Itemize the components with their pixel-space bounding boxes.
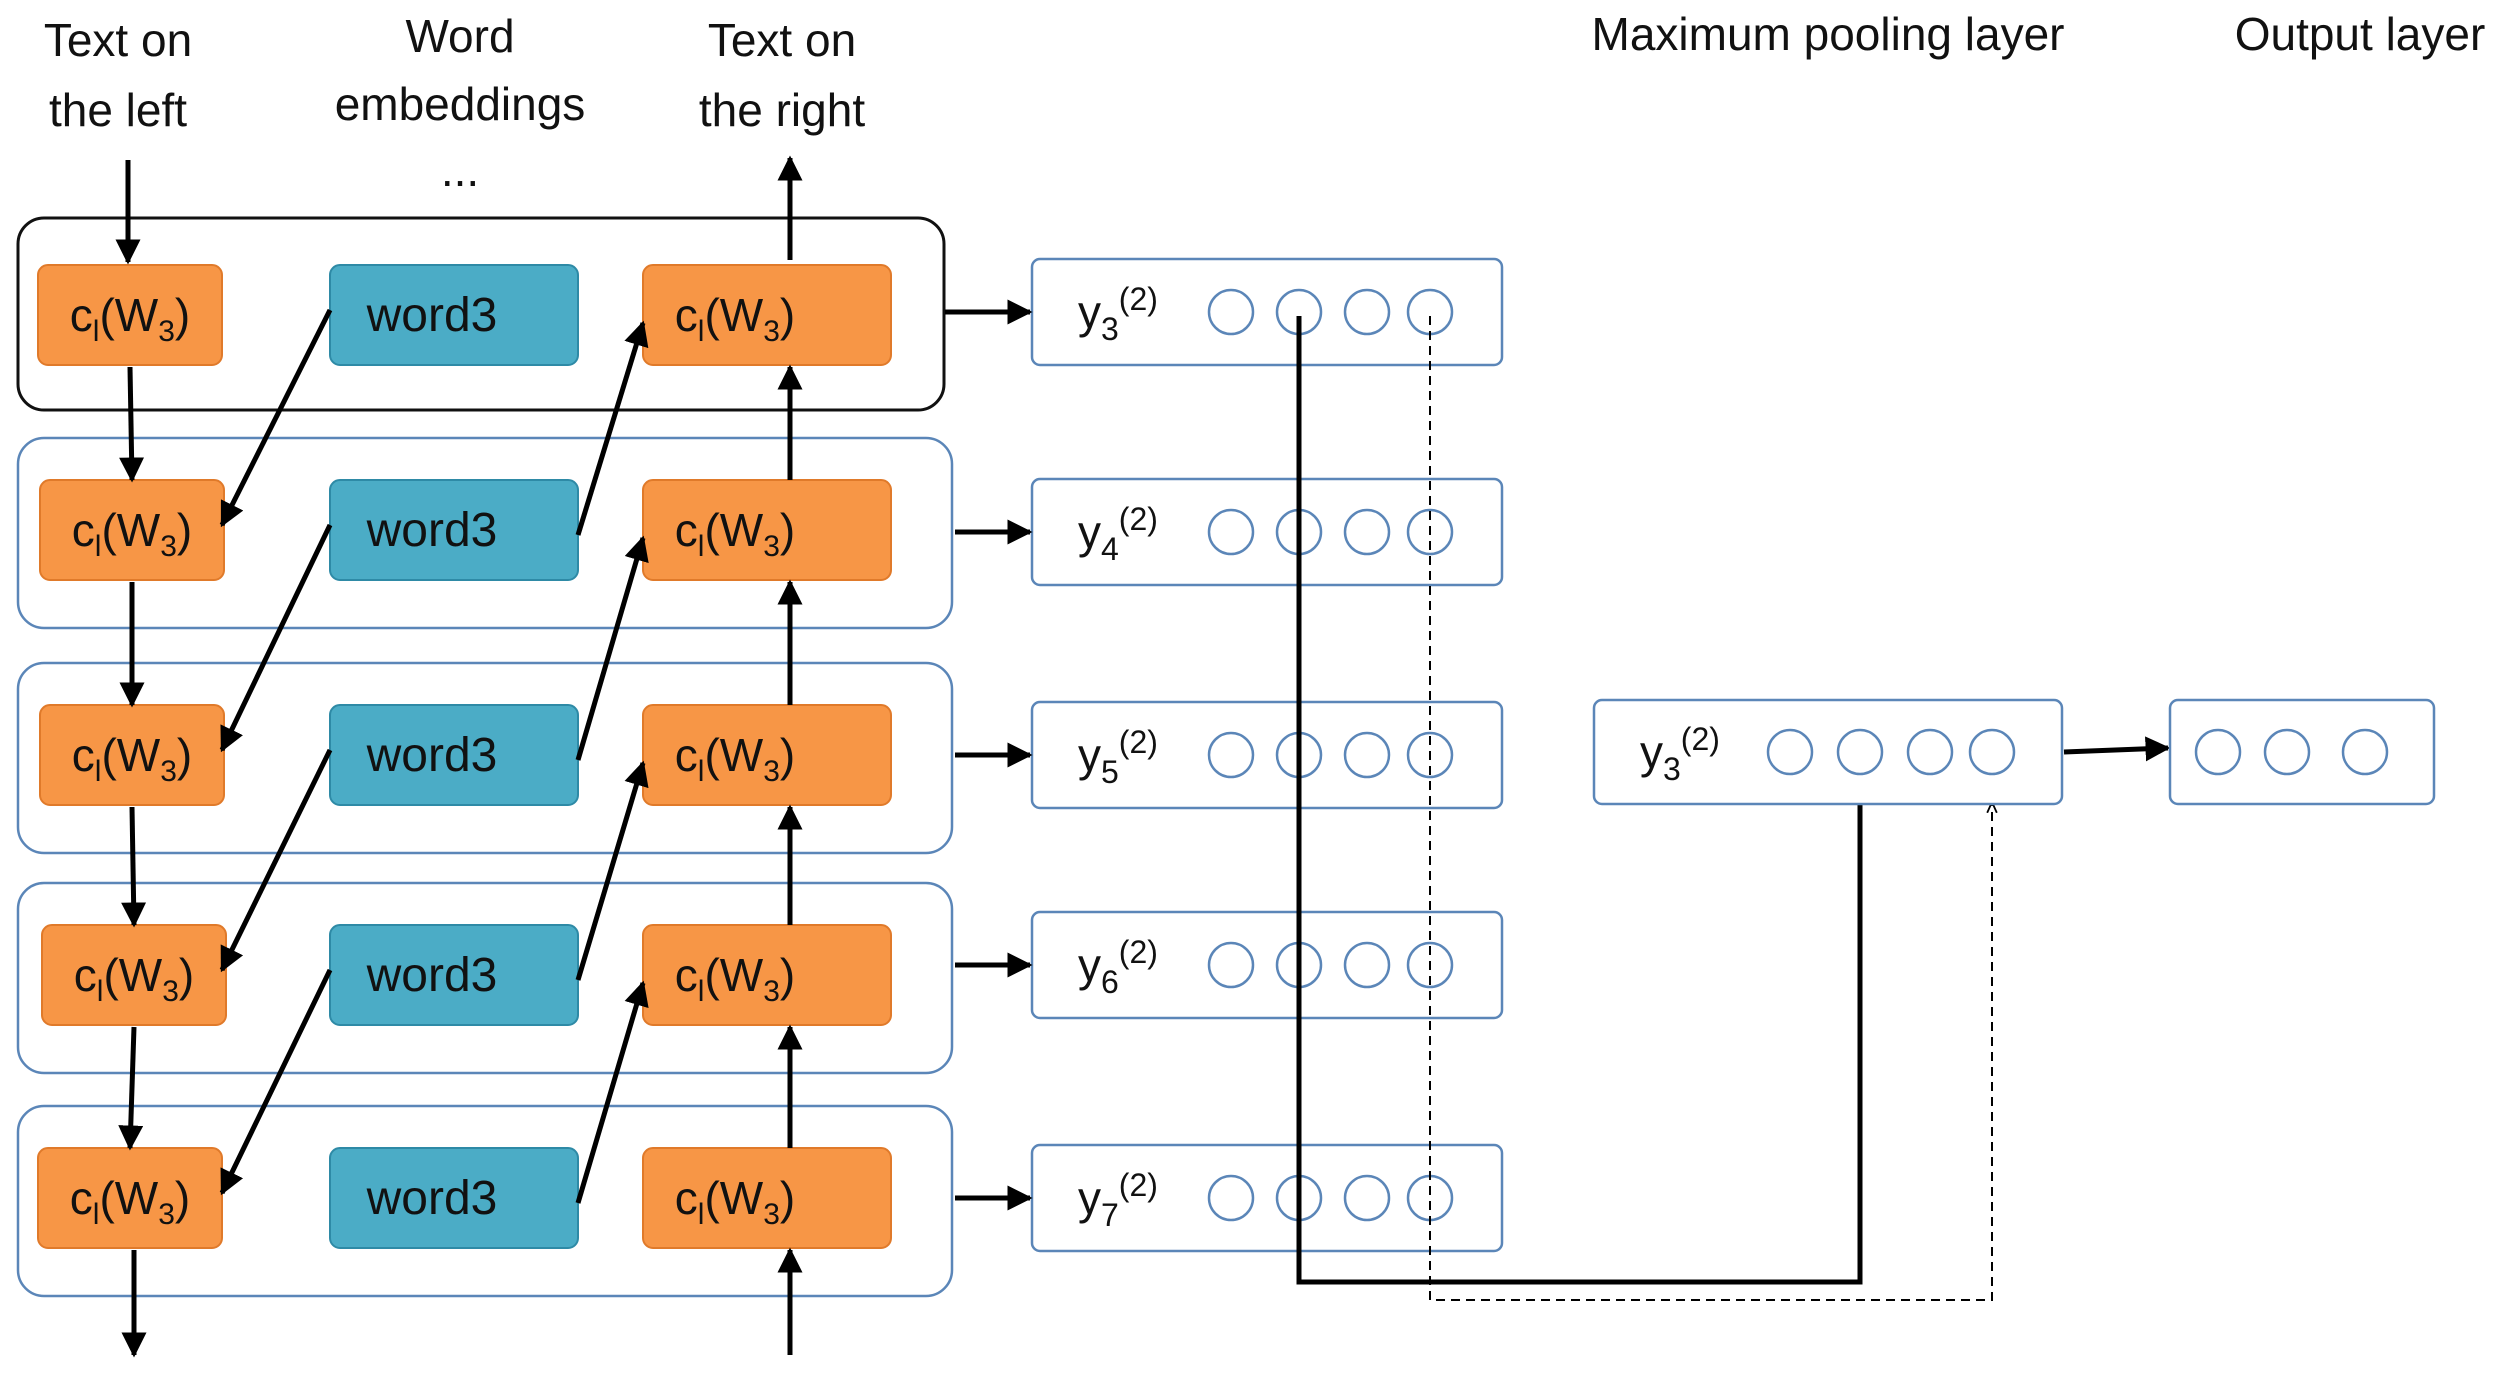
word-embedding-label: word3	[366, 289, 498, 342]
pooling-unit-circle	[1968, 728, 2016, 776]
lines-layer	[115, 155, 2171, 1358]
text-left-label-1: Text on	[44, 14, 192, 66]
word-to-left-arrow	[219, 308, 333, 528]
hidden-vector-label: y6(2)	[1078, 934, 1158, 1000]
row-5: cl(W3) word3 cl(W3) y5(2)	[16, 661, 1504, 855]
max-pooling-box	[1592, 698, 2064, 806]
right-context-cell	[642, 924, 892, 1026]
vector-unit-circle	[1406, 1174, 1454, 1222]
word-embedding-label: word3	[366, 1172, 498, 1225]
word-to-left-arrow	[219, 968, 333, 1196]
vector-unit-circle	[1406, 288, 1454, 336]
text-left-label-2: the left	[49, 84, 187, 136]
pool-layer: y3(2)	[1592, 698, 2436, 806]
word-to-right-arrow	[575, 320, 649, 536]
right-context-label: cl(W3)	[675, 504, 795, 563]
vector-unit-circle	[1207, 508, 1255, 556]
pool-to-output-arrow	[2063, 736, 2171, 762]
hidden-vector-label: y7(2)	[1078, 1167, 1158, 1233]
left-context-label: cl(W3)	[72, 729, 192, 788]
output-layer-label: Output layer	[2235, 8, 2486, 60]
right-context-label: cl(W3)	[675, 949, 795, 1008]
vector-unit-circle	[1343, 941, 1391, 989]
vector-unit-circle	[1343, 1174, 1391, 1222]
left-context-label: cl(W3)	[70, 1172, 190, 1231]
left-context-label: cl(W3)	[70, 289, 190, 348]
right-context-label: cl(W3)	[675, 289, 795, 348]
row-7: cl(W3) word3 cl(W3) y7(2)	[16, 1104, 1504, 1298]
vector-unit-circle	[1207, 731, 1255, 779]
max-pool-path-solid	[1296, 316, 1873, 1285]
max-pooling-layer-label: Maximum pooling layer	[1592, 8, 2065, 60]
max-pool-path-dashed	[1429, 316, 1992, 1301]
left-chain-arrow	[118, 1026, 144, 1151]
word-to-left-arrow	[219, 523, 333, 753]
left-context-label: cl(W3)	[74, 949, 194, 1008]
left-chain-arrow	[119, 366, 145, 483]
left-context-label: cl(W3)	[72, 504, 192, 563]
word-embedding-label: word3	[366, 729, 498, 782]
hidden-vector-label: y3(2)	[1078, 281, 1158, 347]
pooling-unit-circle	[1906, 728, 1954, 776]
pooling-unit-circle	[1836, 728, 1884, 776]
right-context-cell	[642, 479, 892, 581]
row-6: cl(W3) word3 cl(W3) y6(2)	[16, 881, 1504, 1075]
output-unit-circle	[2263, 728, 2311, 776]
vector-unit-circle	[1207, 1174, 1255, 1222]
right-context-label: cl(W3)	[675, 1172, 795, 1231]
text-right-label-1: Text on	[708, 14, 856, 66]
hidden-vector-label: y4(2)	[1078, 501, 1158, 567]
ellipsis-label: ...	[441, 144, 479, 196]
right-context-cell	[642, 704, 892, 806]
word-embedding-label: word3	[366, 504, 498, 557]
output-unit-circle	[2341, 728, 2389, 776]
hidden-vector-label: y5(2)	[1078, 724, 1158, 790]
word-embeddings-label-2: embeddings	[335, 78, 586, 130]
row-3: cl(W3) word3 cl(W3) y3(2)	[16, 216, 1504, 412]
rows-layer: cl(W3) word3 cl(W3) y3(2) cl(W3) word3 cl(W3) y…	[16, 216, 1504, 1298]
vector-unit-circle	[1207, 288, 1255, 336]
text-right-label-2: the right	[699, 84, 865, 136]
output-unit-circle	[2194, 728, 2242, 776]
right-context-cell	[642, 264, 892, 366]
word-embeddings-label-1: Word	[405, 10, 514, 62]
vector-unit-circle	[1343, 731, 1391, 779]
vector-unit-circle	[1343, 508, 1391, 556]
right-context-label: cl(W3)	[675, 729, 795, 788]
row-4: cl(W3) word3 cl(W3) y4(2)	[16, 436, 1504, 630]
max-pooling-label: y3(2)	[1640, 721, 1720, 787]
word-to-left-arrow	[219, 748, 333, 973]
pooling-unit-circle	[1766, 728, 1814, 776]
right-context-cell	[642, 1147, 892, 1249]
word-embedding-label: word3	[366, 949, 498, 1002]
word-to-right-arrow	[575, 760, 649, 981]
left-chain-arrow	[121, 806, 147, 928]
left-context-cell	[37, 264, 223, 366]
vector-unit-circle	[1207, 941, 1255, 989]
vector-unit-circle	[1343, 288, 1391, 336]
word-to-right-arrow	[575, 535, 649, 761]
word-to-right-arrow	[575, 980, 649, 1204]
